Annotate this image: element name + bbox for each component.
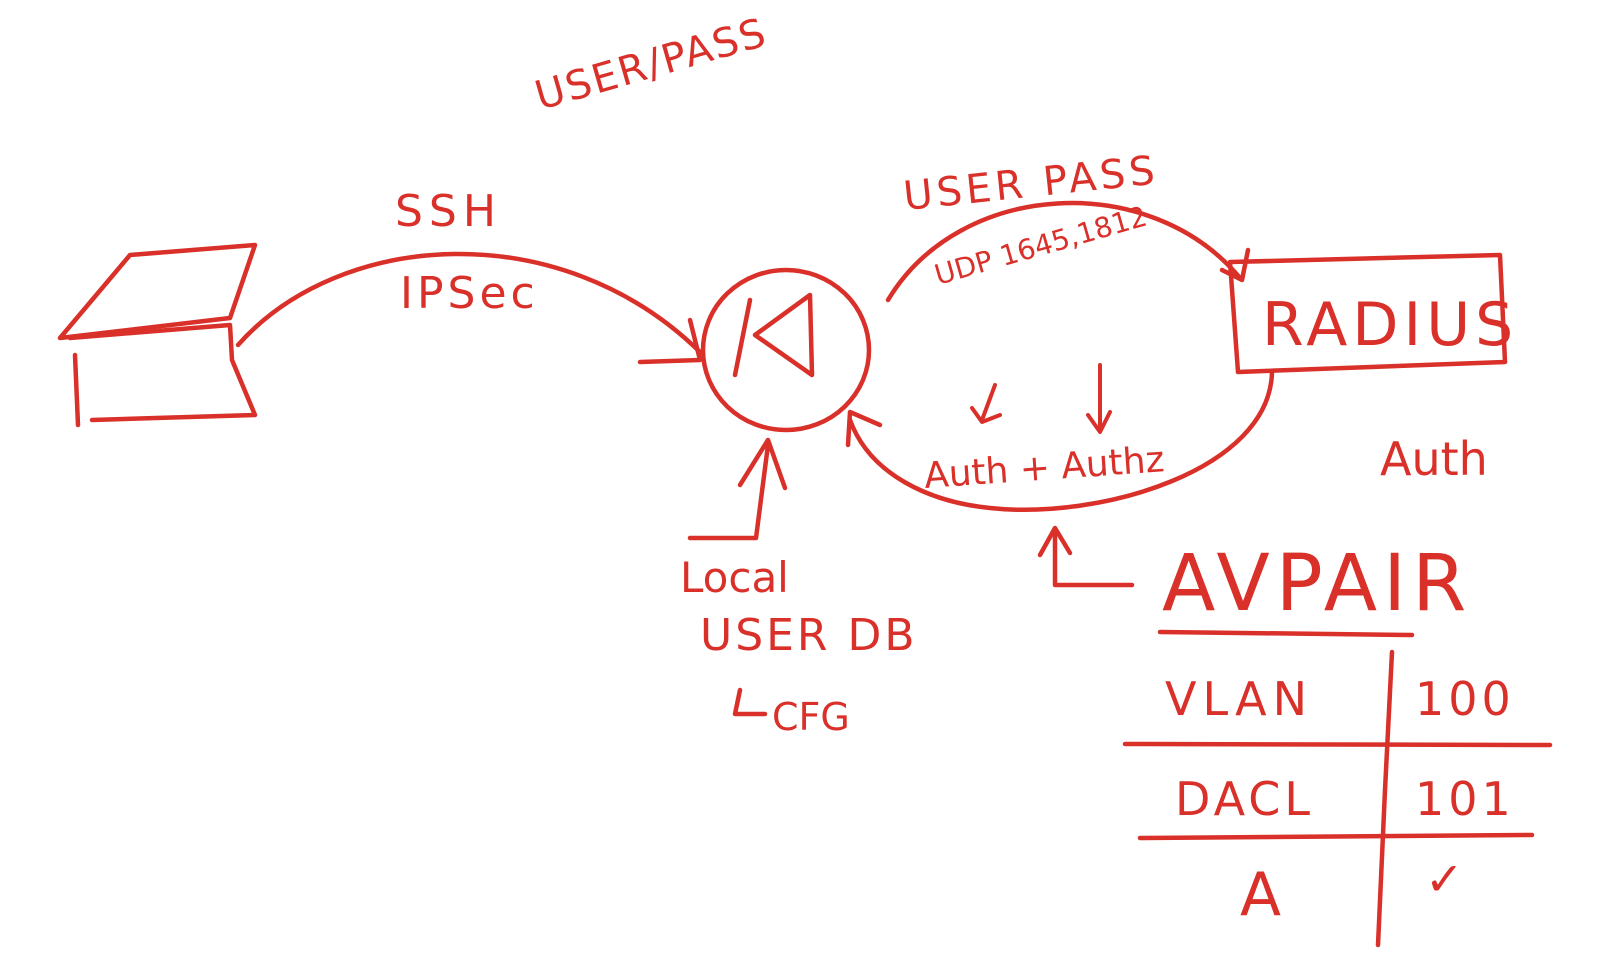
auth-right-label: Auth	[1380, 432, 1488, 486]
radius-server-box	[1227, 252, 1508, 375]
radius-label: RADIUS	[1262, 290, 1518, 360]
avpair-arrow	[1037, 525, 1135, 588]
cfg-label: CFG	[772, 695, 850, 739]
ipsec-label: IPSec	[400, 268, 539, 319]
avpair-title: AVPAIR	[1162, 539, 1472, 629]
avpair-table: VLAN 100 DACL 101 A ✓	[1165, 672, 1515, 930]
avpair-row-attribute: DACL	[1175, 772, 1314, 826]
avpair-row-value: 100	[1415, 672, 1515, 726]
user-pass-top-label: USER/PASS	[530, 10, 772, 120]
auth-authz-label: Auth + Authz	[923, 439, 1166, 497]
avpair-row-value: 101	[1415, 772, 1515, 826]
laptop-icon	[57, 242, 258, 428]
local-label: Local	[680, 553, 789, 602]
router-icon	[700, 267, 872, 433]
avpair-row-attribute: VLAN	[1165, 672, 1313, 726]
avpair-row-value: ✓	[1425, 852, 1464, 906]
radius-response-arrow	[845, 369, 1275, 513]
ssh-label: SSH	[395, 186, 502, 237]
avpair-row-attribute: A	[1240, 860, 1281, 930]
ssh-link-arrow	[235, 251, 703, 365]
local-db-arrow	[687, 437, 788, 541]
down-arrows	[970, 363, 1112, 434]
avpair-table-lines	[1122, 629, 1553, 948]
user-db-label: USER DB	[700, 610, 918, 661]
cfg-corner-mark	[732, 687, 768, 717]
